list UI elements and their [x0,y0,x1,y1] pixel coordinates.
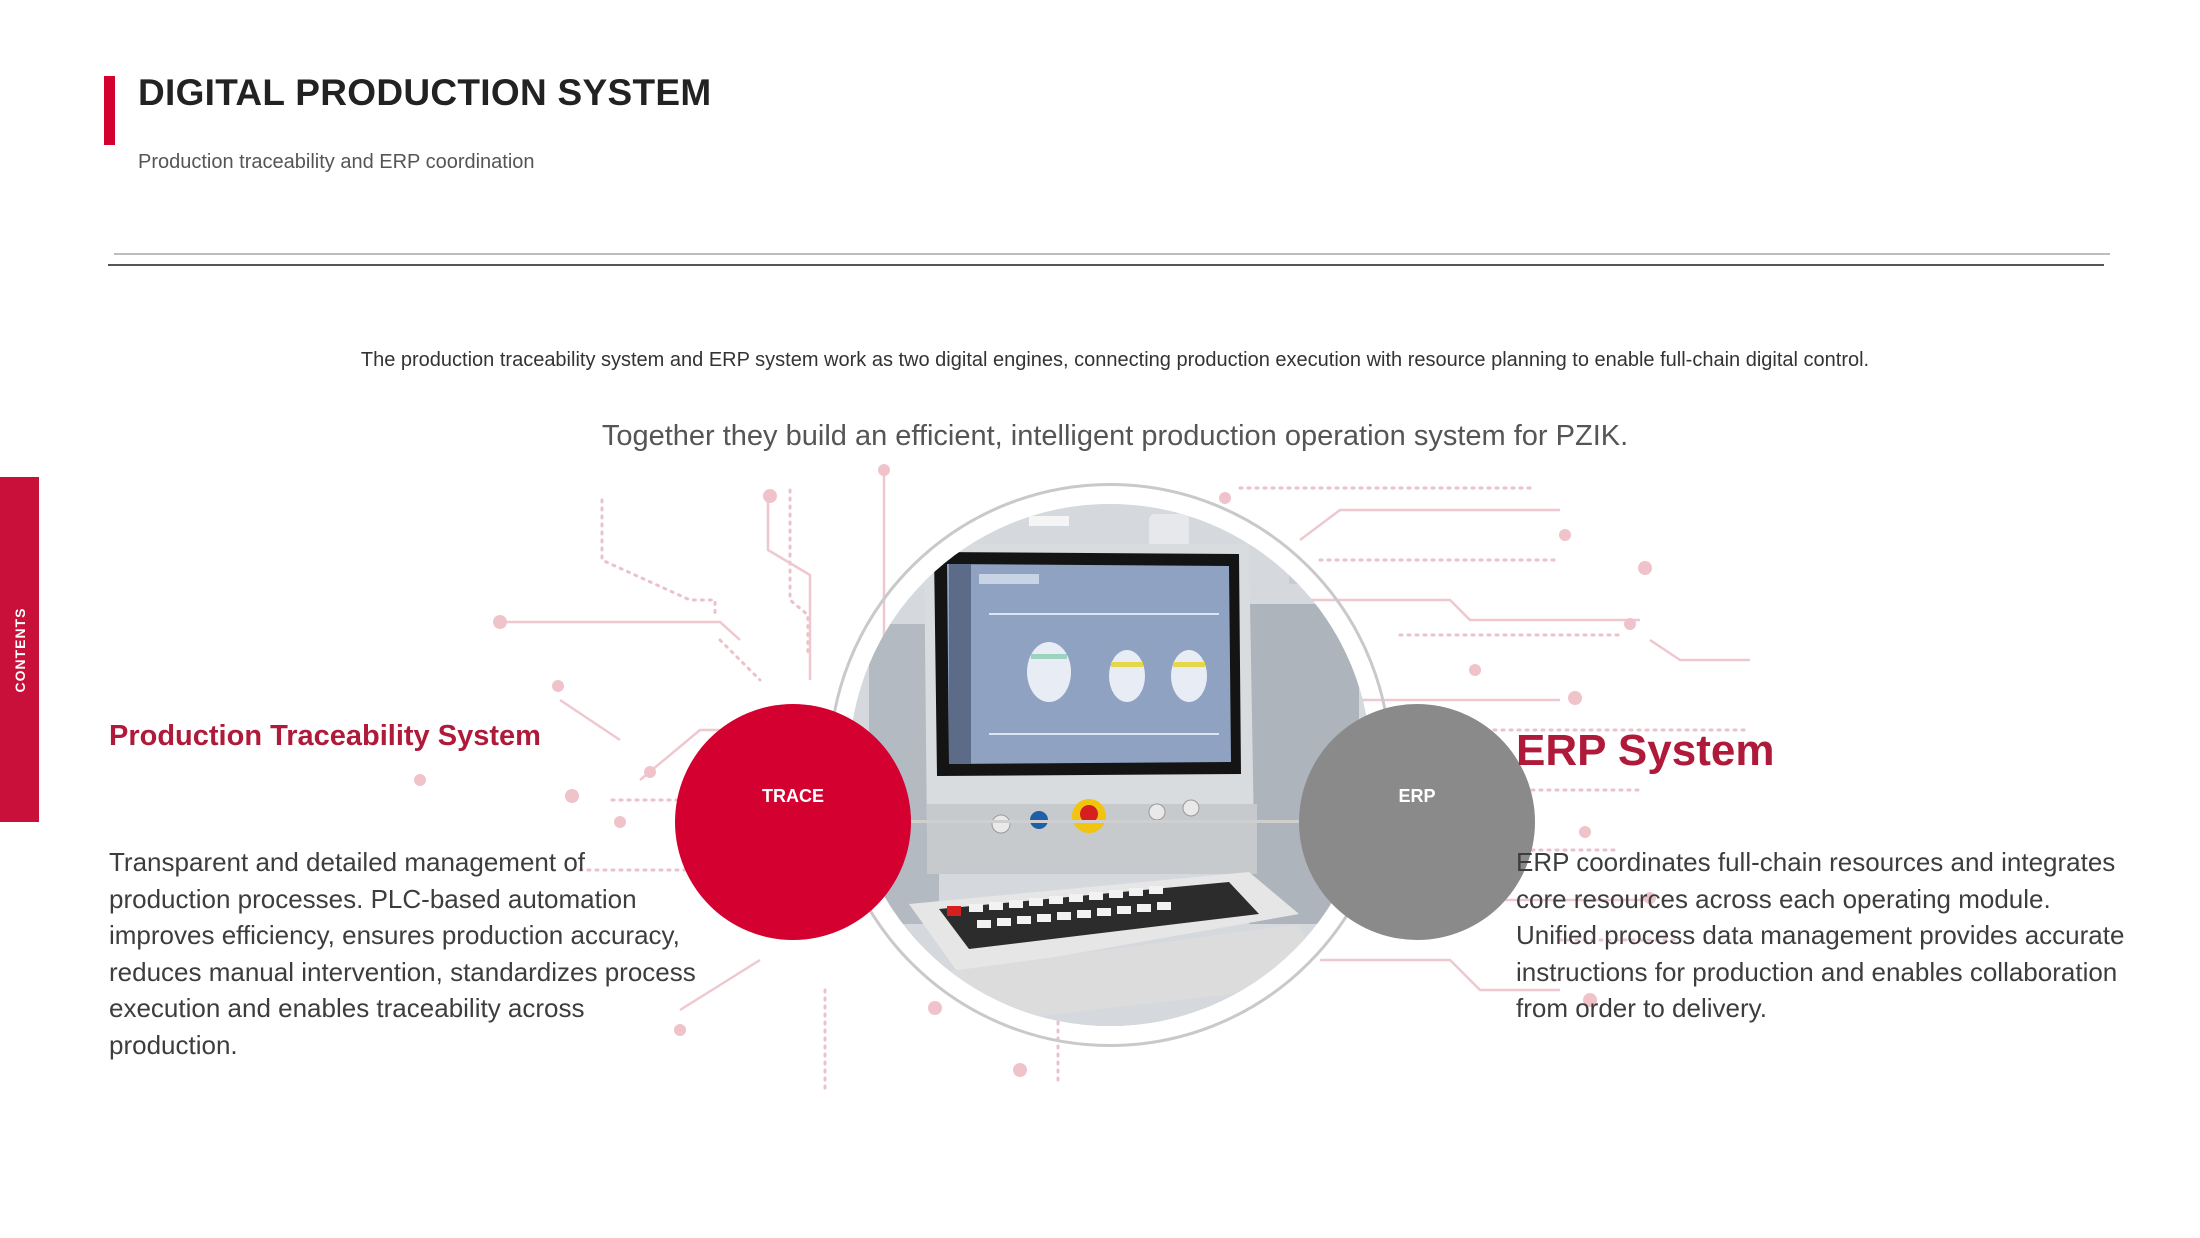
circuit-node [552,680,564,692]
circuit-node [1469,664,1481,676]
circuit-node [1624,618,1636,630]
circuit-node [1644,892,1656,904]
circuit-node [1013,1063,1027,1077]
trace-circle: TRACE [675,704,911,940]
circuit-line [1299,508,1560,541]
circuit-line [718,638,762,682]
circuit-line [1320,958,1560,992]
divider-light [114,253,2110,255]
intro-tagline: Together they build an efficient, intell… [601,420,1629,452]
circuit-node [674,1024,686,1036]
contents-side-tab[interactable]: CONTENTS [0,477,39,822]
circuit-node [1568,691,1582,705]
circuit-node [414,774,426,786]
circuit-node [565,789,579,803]
hmi-illustration [849,504,1371,1026]
circuit-node [1638,561,1652,575]
circuit-node [1583,993,1597,1007]
circuit-line [788,488,810,657]
page-title: DIGITAL PRODUCTION SYSTEM [138,72,712,113]
circuit-line [1300,598,1640,622]
erp-heading: ERP System [1516,726,1775,775]
circuit-line [559,698,621,742]
circuit-line [500,620,741,641]
erp-circle-label: ERP [1398,785,1436,806]
intro-text: The production traceability system and E… [360,349,1870,371]
circuit-line [679,958,761,1012]
trace-erp-connector-line [794,820,1416,823]
circuit-node [614,816,626,828]
circuit-node [1219,492,1231,504]
erp-circle: ERP [1299,704,1535,940]
circuit-line [1649,638,1750,662]
erp-description: ERP coordinates full-chain resources and… [1516,847,2125,1023]
title-accent-bar [104,76,115,145]
circuit-node [644,766,656,778]
circuit-line [600,498,717,617]
circuit-node [878,464,890,476]
circuit-node [763,489,777,503]
circuit-node [493,615,507,629]
circuit-node [1559,529,1571,541]
traceability-description: Transparent and detailed management of p… [109,847,696,1060]
trace-circle-label: TRACE [762,785,824,806]
circuit-node [1579,826,1591,838]
photo-frame [828,483,1392,1047]
page-subtitle: Production traceability and ERP coordina… [138,151,535,173]
circuit-line [766,496,812,680]
divider-dark [108,264,2104,266]
traceability-heading: Production Traceability System [109,720,541,752]
circuit-node [928,1001,942,1015]
hmi-control-panel-photo [849,504,1371,1026]
